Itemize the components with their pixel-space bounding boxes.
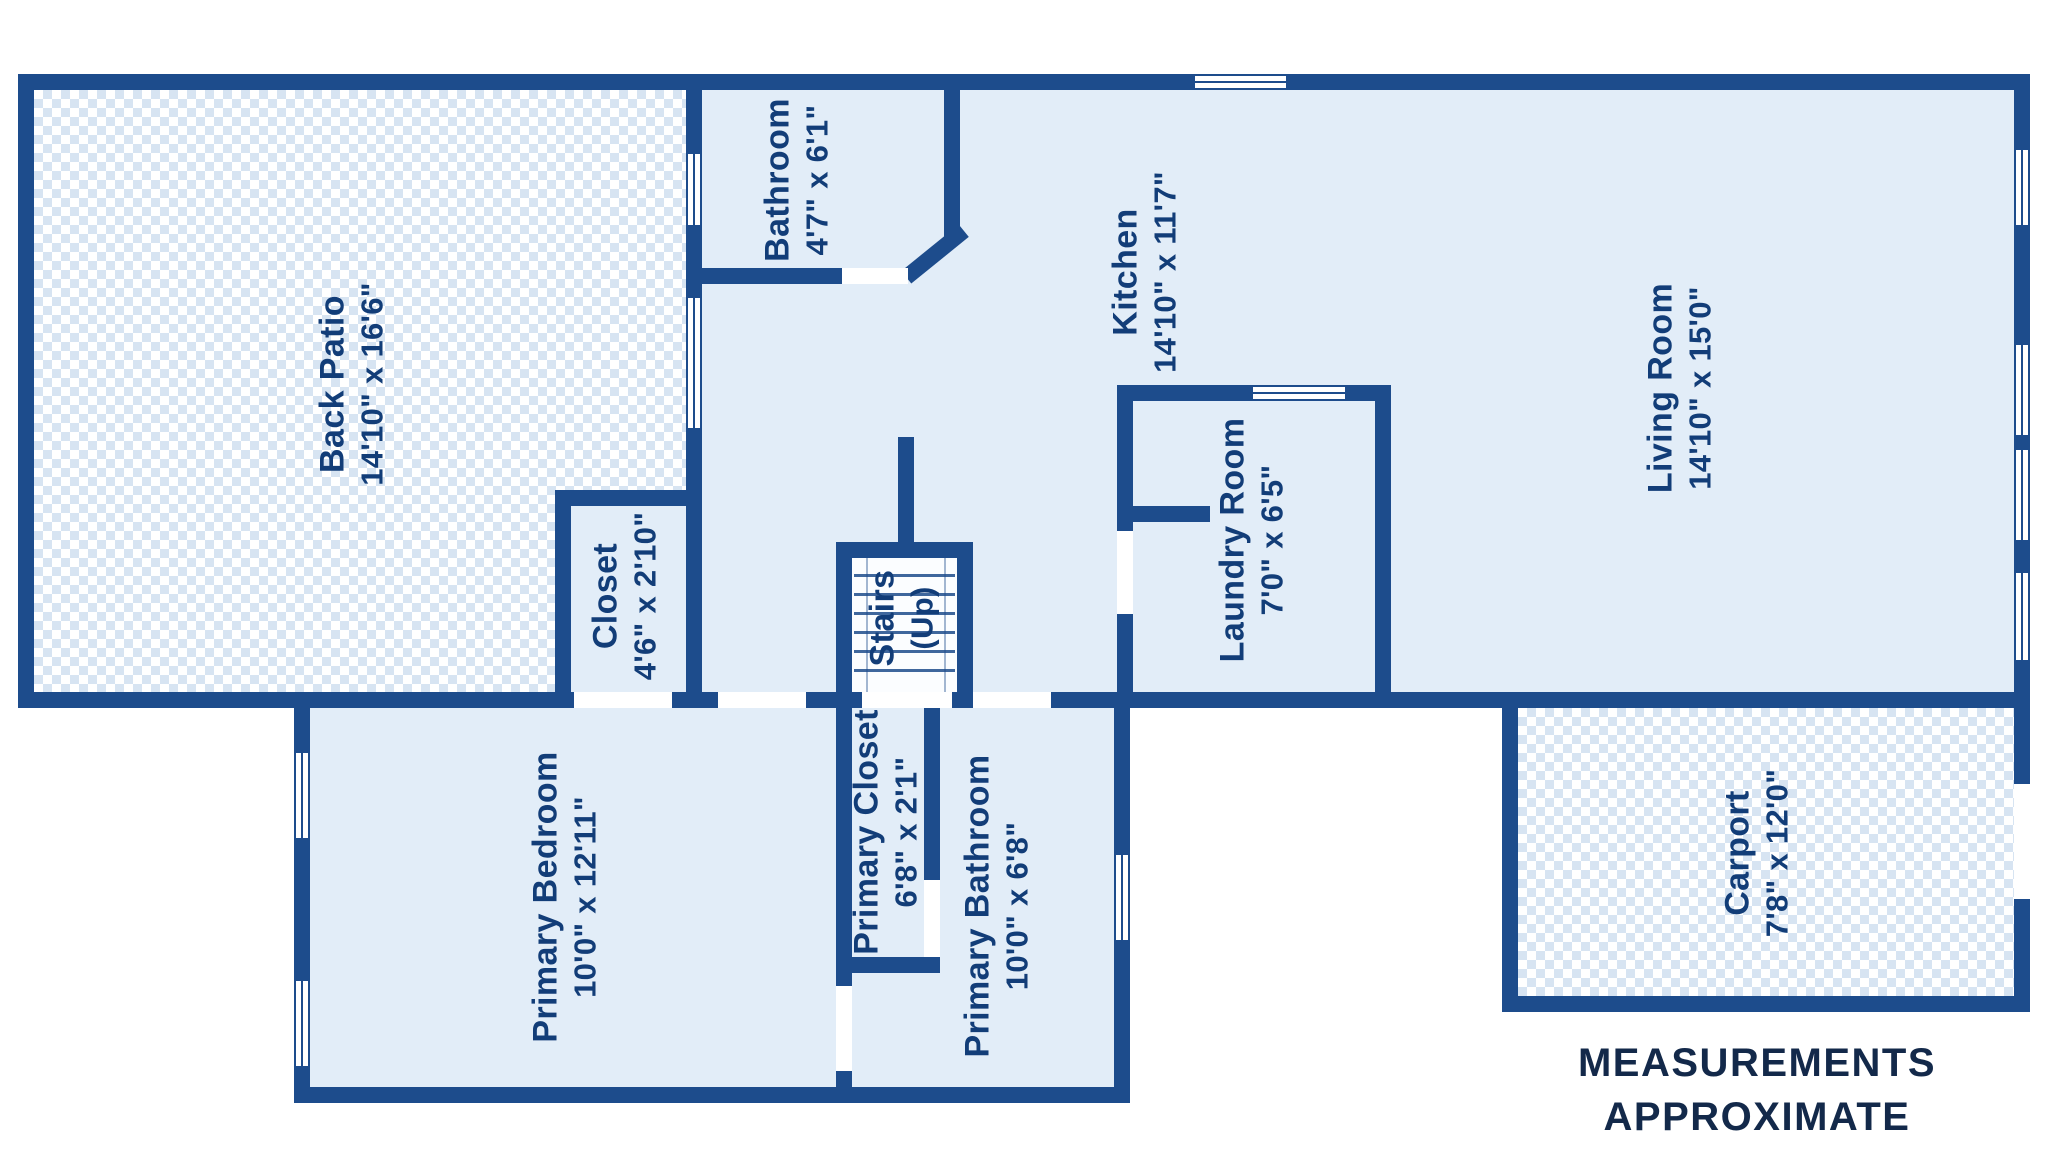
room-name: Kitchen [1106,208,1145,336]
wall-laundry-left-upper [1117,385,1133,531]
room-dims: 14'10" x 11'7" [1147,171,1183,373]
room-name: Bathroom [758,98,797,262]
room-name: Back Patio [313,295,352,473]
label-laundry-room: Laundry Room 7'0" x 6'5" [1212,418,1291,663]
door-primary-bathroom [973,692,1051,708]
door-laundry [1117,531,1133,614]
stair-tread [854,574,955,577]
stair-tread [854,669,955,672]
closet-floor [571,506,686,692]
label-bathroom: Bathroom 4'7" x 6'1" [757,98,836,262]
window-bedroom-2 [294,981,310,1066]
stair-rail [944,558,946,692]
carport-opening [2014,784,2030,899]
wall-bathroom-right [944,74,960,239]
carport-floor [1518,708,2014,996]
room-dims: 10'0" x 6'8" [999,821,1035,991]
wall-stairs-top [836,542,973,558]
window-bedroom-1 [294,753,310,838]
window-living-room-1 [2014,150,2030,225]
stair-tread [854,593,955,596]
wall-primary-closet-bottom [852,957,940,973]
room-dims: 6'8" x 2'1" [888,756,924,908]
wall-stairs-left [836,542,852,692]
room-dims: 4'6" x 2'10" [627,511,663,681]
bedroom-block-floor [310,708,1114,1087]
room-dims: 14'10" x 15'0" [1682,286,1718,490]
wall-primary-closet-right [924,708,940,880]
room-name: Laundry Room [1213,417,1252,663]
window-primary-bathroom [1114,855,1130,940]
wall-carport-bottom [1502,996,2030,1012]
wall-closet-left [555,490,571,708]
door-primary-bedroom [718,692,806,708]
label-carport: Carport 7'8" x 12'0" [1717,769,1796,937]
wall-stairs-right [957,542,973,692]
wall-left-exterior [18,74,34,708]
window-laundry [1253,385,1345,401]
stair-tread [854,612,955,615]
room-dims: 7'0" x 6'5" [1254,464,1290,616]
patio-slider-door [686,298,702,428]
stair-rail [866,558,868,692]
stair-tread [854,650,955,653]
label-primary-bathroom: Primary Bathroom 10'0" x 6'8" [957,754,1036,1057]
room-name: Closet [586,542,625,650]
window-bathroom-patio [686,154,702,225]
room-name: Primary Bathroom [958,754,997,1058]
room-name: Carport [1718,790,1757,916]
room-dims: 7'8" x 12'0" [1759,768,1795,938]
room-dims: 10'0" x 12'11" [567,796,603,998]
window-living-room-2 [2014,345,2030,435]
disclaimer-line-1: MEASUREMENTS [1577,1041,1937,1085]
room-name: Stairs [863,569,902,667]
wall-bedroom-divider-upper [836,692,852,986]
window-living-room-4 [2014,573,2030,660]
wall-carport-right-upper [2014,708,2030,784]
window-kitchen-top [1195,74,1286,90]
door-bedroom-to-bathroom [836,986,852,1071]
back-patio-floor [34,90,686,692]
room-dims: 14'10" x 16'6" [354,282,390,486]
wall-bedroom-bottom [294,1087,1130,1103]
label-primary-closet: Primary Closet 6'8" x 2'1" [846,709,925,955]
disclaimer-line-2: APPROXIMATE [1603,1095,1911,1139]
measurements-disclaimer: MEASUREMENTS APPROXIMATE [1578,1036,1936,1144]
label-living-room: Living Room 14'10" x 15'0" [1640,283,1719,493]
label-back-patio: Back Patio 14'10" x 16'6" [312,282,391,486]
wall-bathroom-bottom [686,268,842,284]
wall-laundry-left-lower [1117,614,1133,708]
window-living-room-3 [2014,450,2030,540]
label-stairs: Stairs (Up) [862,570,941,667]
wall-carport-right-lower [2014,899,2030,1012]
wall-top-exterior [18,74,2030,90]
wall-laundry-stub [1133,506,1210,522]
wall-stairs-stub [898,437,914,542]
door-stairs-opening [862,692,952,708]
wall-laundry-right [1375,385,1391,708]
room-dims: (Up) [904,586,940,650]
room-name: Primary Closet [847,709,886,955]
room-name: Primary Bedroom [526,751,565,1043]
wall-bedroom-divider-lower [836,1071,852,1103]
room-dims: 4'7" x 6'1" [799,104,835,256]
stair-tread [854,631,955,634]
label-closet: Closet 4'6" x 2'10" [585,512,664,680]
label-primary-bedroom: Primary Bedroom 10'0" x 12'11" [525,751,604,1042]
wall-carport-left [1502,708,1518,1012]
door-closet-to-bedroom [574,692,672,708]
label-kitchen: Kitchen 14'10" x 11'7" [1105,171,1184,373]
door-primary-closet [924,880,940,957]
door-bathroom [842,268,908,284]
wall-closet-top [555,490,702,506]
room-name: Living Room [1641,282,1680,494]
